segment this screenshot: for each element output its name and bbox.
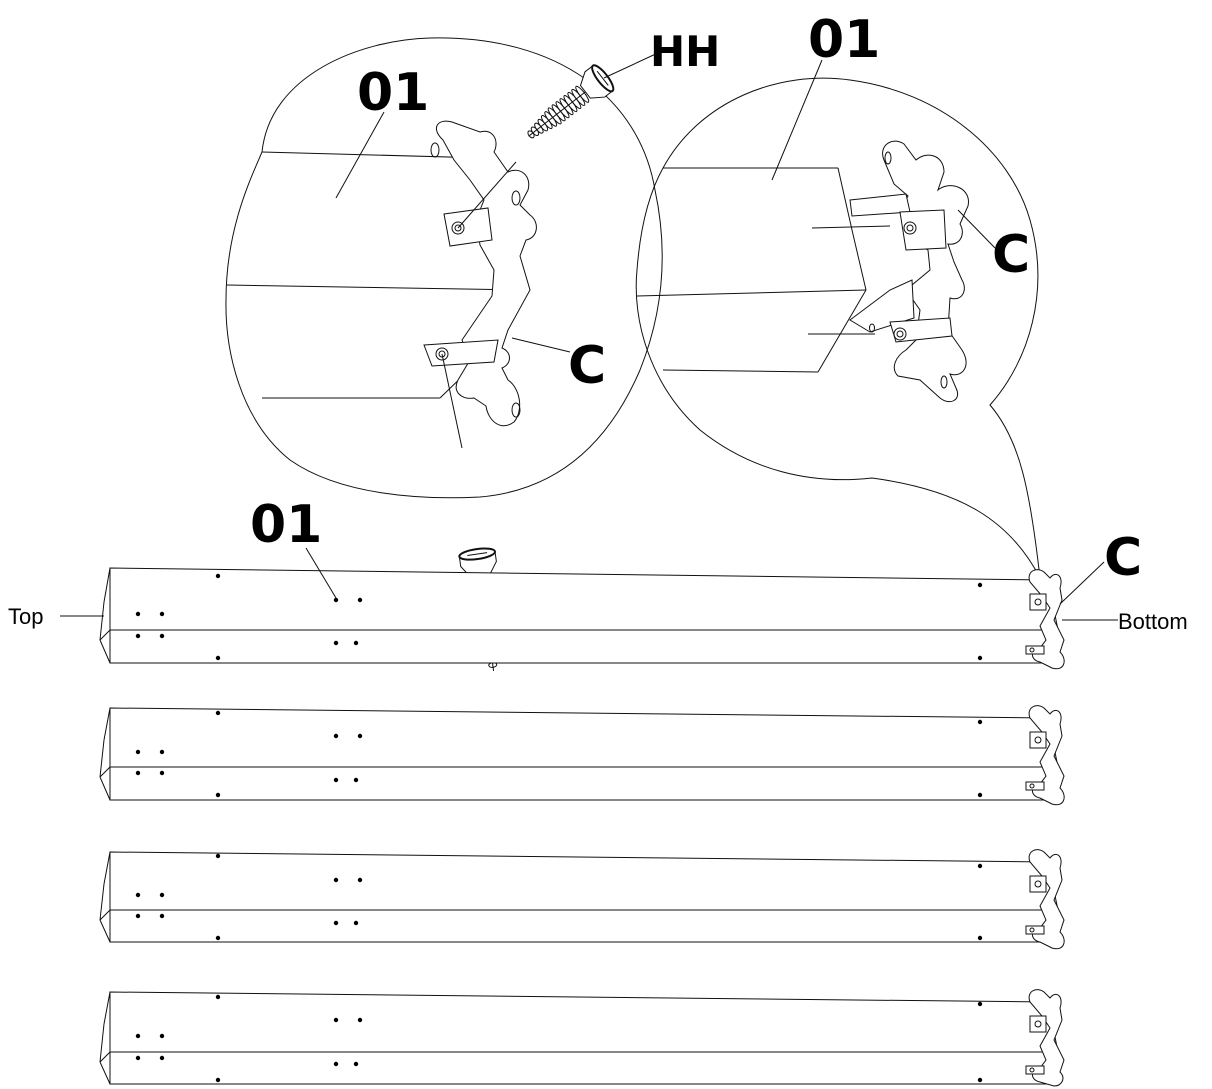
screw-path-upper [457,161,517,229]
bracket-label-c-detail-right: C [992,225,1030,285]
detail-view-left: 01 C [225,37,663,499]
label-bottom: Bottom [1118,609,1188,634]
detail-view-right: 01 C [635,10,1041,579]
leader-01-main [305,547,337,599]
leg-1-body [109,567,1059,664]
leg-1-bracket [1025,569,1065,670]
leader-c-detail-right [957,209,996,249]
leg-3-bracket [1025,849,1065,950]
bracket-tab-2-right [899,209,947,251]
leader-c-main [1059,561,1105,605]
leg-section-right [636,167,891,373]
leader-c-detail-left [511,337,571,353]
detail-circle-right [635,77,1041,579]
bracket-tab-lower-left [423,339,499,367]
part-label-01-detail-right: 01 [808,10,880,70]
leg-4 [99,989,1065,1087]
screw-hh-upper: HH [527,27,720,139]
leg-1 [99,567,1065,670]
leg-3-body [109,851,1059,943]
leg-3-holes [135,853,983,941]
leg-2-holes [135,710,983,798]
part-label-01-main: 01 [250,495,322,555]
label-top: Top [8,604,43,629]
leg-4-holes [135,994,983,1083]
bracket-c-left [435,120,537,427]
bracket-c-right [882,140,969,403]
leader-01-detail-right [771,59,823,181]
bracket-label-c-main: C [1104,528,1142,588]
leg-2 [99,705,1065,806]
leader-01-detail-left [335,111,385,199]
leg-2-body [109,707,1059,801]
part-label-01-detail-left: 01 [357,63,429,123]
leg-3 [99,849,1065,950]
screw-path-lower [441,353,463,449]
main-labels: 01 C Top Bottom [8,495,1188,634]
leg-1-holes [135,573,983,661]
detail-circle-left [225,37,663,499]
leader-hh [603,51,661,79]
leg-2-bracket [1025,705,1065,806]
bracket-tab-3-right [849,279,915,333]
leg-4-bracket [1025,989,1065,1087]
bracket-label-c-detail-left: C [568,336,606,396]
leg-4-body [109,991,1059,1085]
bracket-tab-upper-left [443,207,493,247]
screw-label-hh: HH [650,27,720,76]
